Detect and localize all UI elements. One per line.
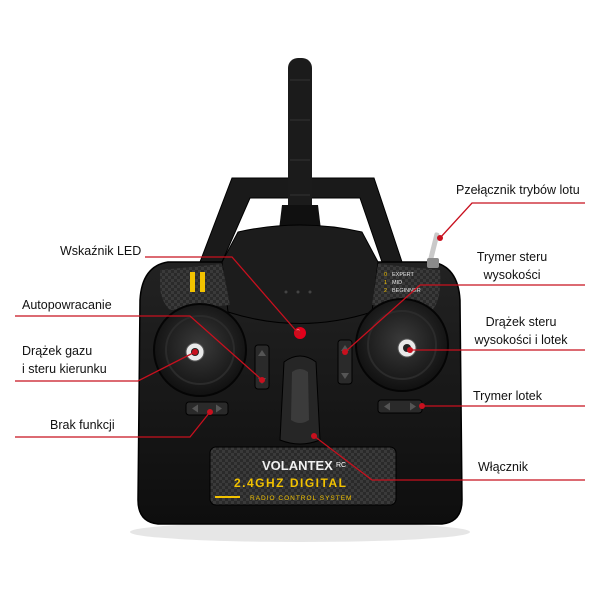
band-label: 2.4GHZ DIGITAL [234,476,347,490]
leader-end-dots [192,235,443,439]
callout-left-stick-line1: Drążek gazu [22,344,93,358]
callout-right-stick-line1: Drążek steru [485,315,557,329]
speaker-grill [284,290,312,294]
system-label: RADIO CONTROL SYSTEM [250,495,352,502]
ground-shadow [130,522,470,542]
flight-mode-labels: 0 EXPERT 1 MID 2 BEGINNER [384,272,421,294]
leader-auto-return [15,315,263,381]
callout-elevator-trim-line2: wysokości [483,268,541,282]
callout-right-stick-line2: wysokości i lotek [474,333,568,347]
accent-bar [200,272,205,292]
accent-bar [190,272,195,292]
antenna [288,58,312,238]
flight-mode-number: 0 [384,272,387,278]
callout-left-stick-line2: i steru kierunku [22,362,107,376]
leader-elevator-trim [344,284,585,353]
flight-mode-number: 1 [384,280,387,286]
callout-right-stick: Drążek steru wysokości i lotek [460,313,582,349]
flight-mode-name: BEGINNER [392,288,421,294]
label-plate [209,446,397,506]
left-gimbal-ring [165,315,235,385]
callout-elevator-trim: Trymer steru wysokości [462,248,562,284]
leader-mode-switch [439,202,585,239]
flight-mode-name: MID [392,280,402,286]
carbon-panel-right [372,264,441,310]
callout-left-stick: Drążek gazu i steru kierunku [22,342,107,378]
callout-no-function: Brak funkcji [50,418,115,432]
callout-elevator-trim-line1: Trymer steru [476,250,548,264]
callout-auto-return: Autopowracanie [22,298,112,312]
callout-power: Włącznik [478,460,529,474]
right-gimbal-ring [367,310,437,380]
leader-power [313,435,585,481]
leader-lines [15,202,585,481]
callout-led: Wskaźnik LED [60,244,142,258]
mode-switch [427,232,440,264]
brand-logo: VOLANTEX [262,458,333,473]
leader-no-function [15,411,211,438]
callout-aileron-trim: Trymer lotek [473,389,542,403]
center-housing [221,224,379,324]
power-switch [291,369,309,423]
antenna-ribs [290,79,310,196]
leader-led [145,256,299,334]
brand-suffix: RC [336,462,346,469]
flight-mode-name: EXPERT [392,272,415,278]
leader-left-stick [15,351,196,382]
callout-mode-switch: Pzełącznik trybów lotu [456,183,580,197]
mode-switch-collar [427,258,439,268]
flight-mode-number: 2 [384,288,387,294]
